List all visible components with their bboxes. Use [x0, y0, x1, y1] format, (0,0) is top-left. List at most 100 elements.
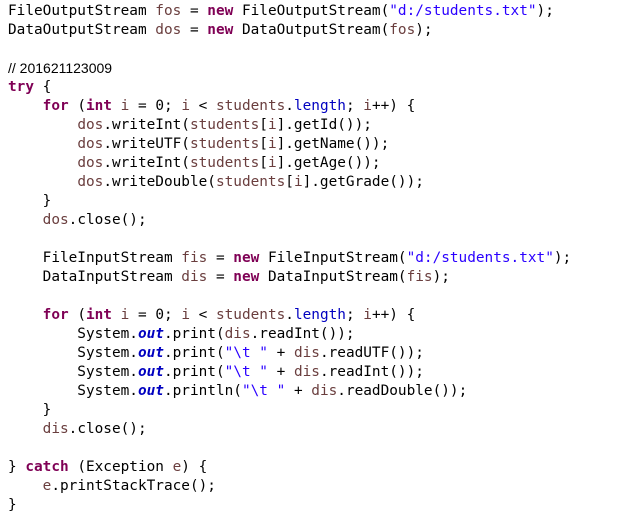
- code-line: }: [8, 496, 571, 515]
- code-line: dos.close();: [8, 211, 571, 230]
- comment-token: // 201621123009: [8, 60, 113, 76]
- variable-token: fis: [406, 269, 433, 285]
- code-token: .writeUTF(: [103, 136, 190, 152]
- code-token: .: [285, 98, 294, 114]
- code-line: ​: [8, 439, 571, 458]
- code-token: .readUTF());: [319, 345, 424, 361]
- code-line: dos.writeUTF(students[i].getName());: [8, 135, 571, 154]
- keyword-token: int: [85, 98, 112, 114]
- code-token: +: [285, 383, 312, 399]
- code-token: .print(: [163, 326, 225, 342]
- code-token: +: [267, 364, 294, 380]
- code-token: .writeInt(: [103, 117, 190, 133]
- code-token: ++) {: [371, 307, 416, 323]
- code-token: DataOutputStream: [8, 22, 156, 38]
- field-token: length: [293, 307, 346, 323]
- code-line: FileOutputStream fos = new FileOutputStr…: [8, 2, 571, 21]
- variable-token: students: [215, 174, 286, 190]
- code-line: for (int i = 0; i < students.length; i++…: [8, 97, 571, 116]
- code-token: [: [285, 174, 294, 190]
- code-token: = 0;: [129, 98, 182, 114]
- code-token: }: [8, 497, 17, 513]
- string-literal-token: "\t ": [224, 364, 268, 380]
- variable-token: i: [363, 307, 372, 323]
- code-token: DataOutputStream(: [233, 22, 390, 38]
- keyword-token: for: [42, 307, 69, 323]
- code-token: FileInputStream(: [259, 250, 407, 266]
- code-token: [8, 98, 43, 114]
- variable-token: e: [172, 459, 182, 475]
- variable-token: students: [215, 307, 286, 323]
- code-token: ].getName());: [276, 136, 390, 152]
- variable-token: dis: [181, 269, 208, 285]
- code-token: );: [553, 250, 572, 266]
- code-token: +: [267, 345, 294, 361]
- code-line: System.out.print(dis.readInt());: [8, 325, 571, 344]
- variable-token: dis: [224, 326, 251, 342]
- variable-token: i: [181, 307, 190, 323]
- variable-token: students: [189, 136, 260, 152]
- code-line: dis.close();: [8, 420, 571, 439]
- code-token: [8, 136, 77, 152]
- static-field-token: out: [137, 383, 164, 399]
- variable-token: i: [181, 98, 190, 114]
- code-line: DataOutputStream dos = new DataOutputStr…: [8, 21, 571, 40]
- code-token: [8, 307, 43, 323]
- code-token: [112, 98, 121, 114]
- code-token: ].getGrade());: [302, 174, 424, 190]
- keyword-token: int: [85, 307, 112, 323]
- code-line: e.printStackTrace();: [8, 477, 571, 496]
- code-token: }: [8, 402, 52, 418]
- code-token: =: [207, 269, 234, 285]
- code-token: .readInt());: [319, 364, 424, 380]
- code-line: FileInputStream fis = new FileInputStrea…: [8, 249, 572, 268]
- variable-token: i: [120, 307, 130, 323]
- code-token: );: [415, 22, 433, 38]
- code-token: System.: [8, 383, 138, 399]
- code-token: .writeInt(: [103, 155, 190, 171]
- string-literal-token: "d:/students.txt": [406, 250, 554, 266]
- variable-token: fis: [181, 250, 208, 266]
- code-line: ​: [8, 230, 571, 249]
- variable-token: i: [267, 155, 277, 171]
- code-token: ;: [345, 98, 364, 114]
- code-token: [8, 212, 43, 228]
- keyword-token: new: [207, 22, 234, 38]
- keyword-token: new: [207, 3, 234, 19]
- code-token: FileOutputStream: [8, 3, 156, 19]
- static-field-token: out: [137, 326, 164, 342]
- code-token: System.: [8, 326, 138, 342]
- code-token: [8, 478, 43, 494]
- variable-token: dos: [42, 212, 69, 228]
- string-literal-token: "\t ": [224, 345, 268, 361]
- code-line: DataInputStream dis = new DataInputStrea…: [8, 268, 571, 287]
- variable-token: fos: [155, 3, 182, 19]
- code-token: FileOutputStream(: [233, 3, 390, 19]
- code-token: [: [259, 117, 268, 133]
- code-token: (: [68, 98, 86, 114]
- variable-token: dis: [293, 345, 320, 361]
- keyword-token: new: [233, 269, 260, 285]
- code-line: dos.writeDouble(students[i].getGrade());: [8, 173, 571, 192]
- keyword-token: new: [233, 250, 260, 266]
- code-line: ​: [8, 40, 571, 59]
- code-token: .println(: [163, 383, 242, 399]
- variable-token: dos: [77, 155, 104, 171]
- code-line: ​: [8, 287, 571, 306]
- variable-token: dis: [42, 421, 69, 437]
- code-token: <: [189, 98, 216, 114]
- string-literal-token: "\t ": [241, 383, 286, 399]
- code-token: (Exception: [68, 459, 173, 475]
- code-token: .close();: [68, 212, 147, 228]
- string-literal-token: "d:/students.txt": [389, 3, 537, 19]
- code-token: .print(: [163, 345, 225, 361]
- code-line: for (int i = 0; i < students.length; i++…: [8, 306, 571, 325]
- code-block: FileOutputStream fos = new FileOutputStr…: [8, 2, 571, 515]
- code-token: ) {: [181, 459, 208, 475]
- code-token: =: [181, 3, 208, 19]
- code-token: System.: [8, 364, 138, 380]
- code-token: );: [536, 3, 554, 19]
- code-token: [8, 174, 77, 190]
- variable-token: dos: [77, 117, 104, 133]
- variable-token: dis: [293, 364, 320, 380]
